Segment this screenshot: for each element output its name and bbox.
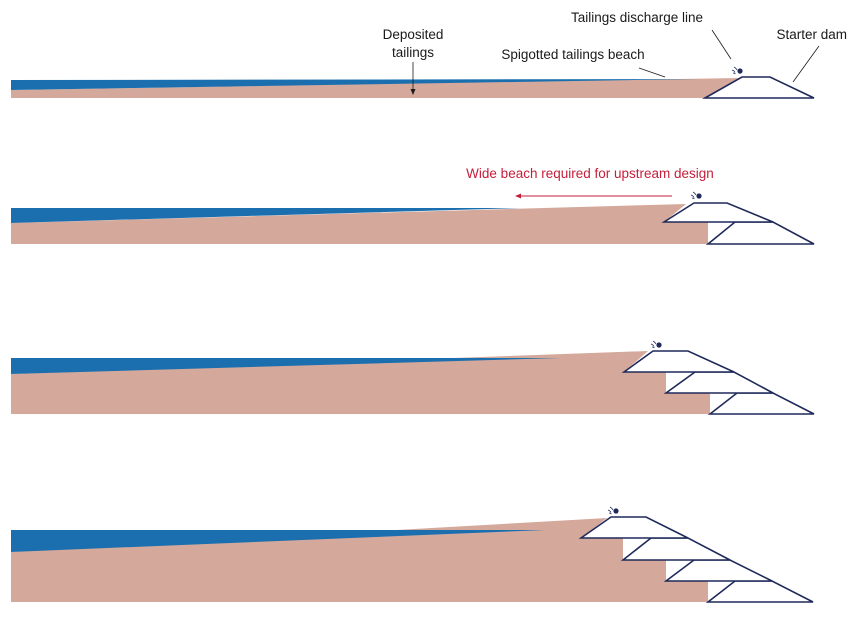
discharge-spray-icon bbox=[731, 66, 738, 75]
deposited-tailings-label-line1: Deposited bbox=[383, 27, 444, 42]
raise-3 bbox=[578, 516, 689, 539]
wide-beach-label: Wide beach required for upstream design bbox=[466, 166, 714, 181]
tailings-discharge-spigot bbox=[690, 191, 702, 200]
starter-dam bbox=[707, 392, 815, 415]
arrow-head bbox=[515, 193, 521, 199]
stage-1-starter-dam bbox=[11, 66, 815, 99]
wide-beach-arrow bbox=[515, 193, 672, 199]
pond-water bbox=[11, 79, 700, 90]
raise-1 bbox=[663, 559, 773, 582]
tailings-discharge-spigot bbox=[731, 66, 743, 75]
deposited-tailings-label-line2: tailings bbox=[392, 45, 434, 60]
deposited-tailings-arrowhead bbox=[410, 89, 416, 95]
discharge-line-leader bbox=[711, 29, 732, 60]
discharge-point bbox=[613, 508, 619, 514]
discharge-line-label: Tailings discharge line bbox=[571, 10, 703, 25]
discharge-spray-icon bbox=[690, 191, 697, 200]
tailings-deposit bbox=[11, 78, 740, 98]
tailings-discharge-spigot bbox=[607, 506, 619, 515]
tailings-discharge-spigot bbox=[650, 340, 662, 349]
discharge-point bbox=[696, 193, 702, 199]
stage-3-second-raise bbox=[11, 340, 815, 415]
raise-2 bbox=[621, 350, 735, 373]
raise-1 bbox=[661, 202, 774, 223]
discharge-spray-icon bbox=[650, 340, 657, 349]
pond-water bbox=[11, 208, 520, 223]
pond-water bbox=[11, 358, 560, 374]
spigotted-beach-label: Spigotted tailings beach bbox=[501, 47, 644, 62]
starter-dam-leader bbox=[792, 45, 820, 83]
spigotted-beach-leader bbox=[638, 67, 666, 78]
raise-1 bbox=[663, 371, 774, 394]
discharge-spray-icon bbox=[607, 506, 614, 515]
raise-2 bbox=[620, 537, 731, 561]
starter-dam-label: Starter dam bbox=[776, 27, 847, 42]
starter-dam bbox=[701, 76, 815, 99]
pond-water bbox=[11, 530, 545, 552]
discharge-point bbox=[656, 342, 662, 348]
tailings-deposit bbox=[11, 518, 708, 602]
starter-dam bbox=[705, 580, 814, 603]
tailings-deposit bbox=[11, 351, 710, 414]
discharge-point bbox=[737, 68, 743, 74]
tailings-deposit bbox=[11, 204, 708, 244]
starter-dam bbox=[705, 221, 815, 245]
stage-2-first-raise bbox=[11, 191, 815, 245]
stage-4-third-raise bbox=[11, 506, 814, 603]
